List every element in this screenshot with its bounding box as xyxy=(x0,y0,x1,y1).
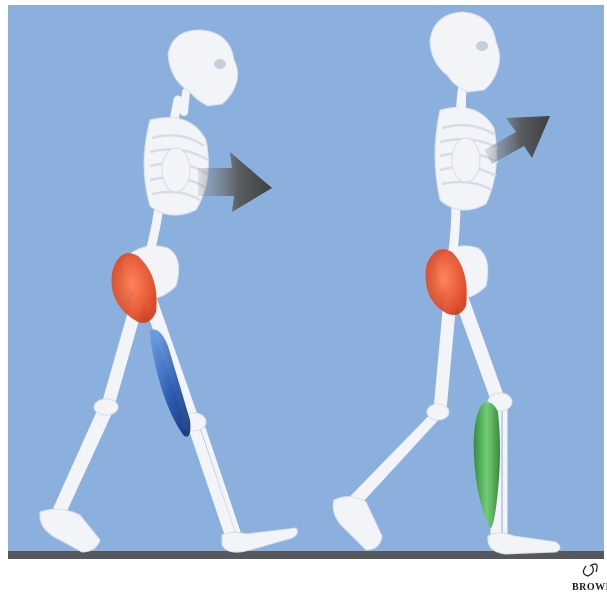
signature-text: BROWN xyxy=(572,582,607,593)
background-panel xyxy=(8,5,604,555)
lower-margin xyxy=(0,559,607,596)
neck xyxy=(184,92,186,112)
arm xyxy=(452,138,480,182)
arm xyxy=(162,148,190,192)
